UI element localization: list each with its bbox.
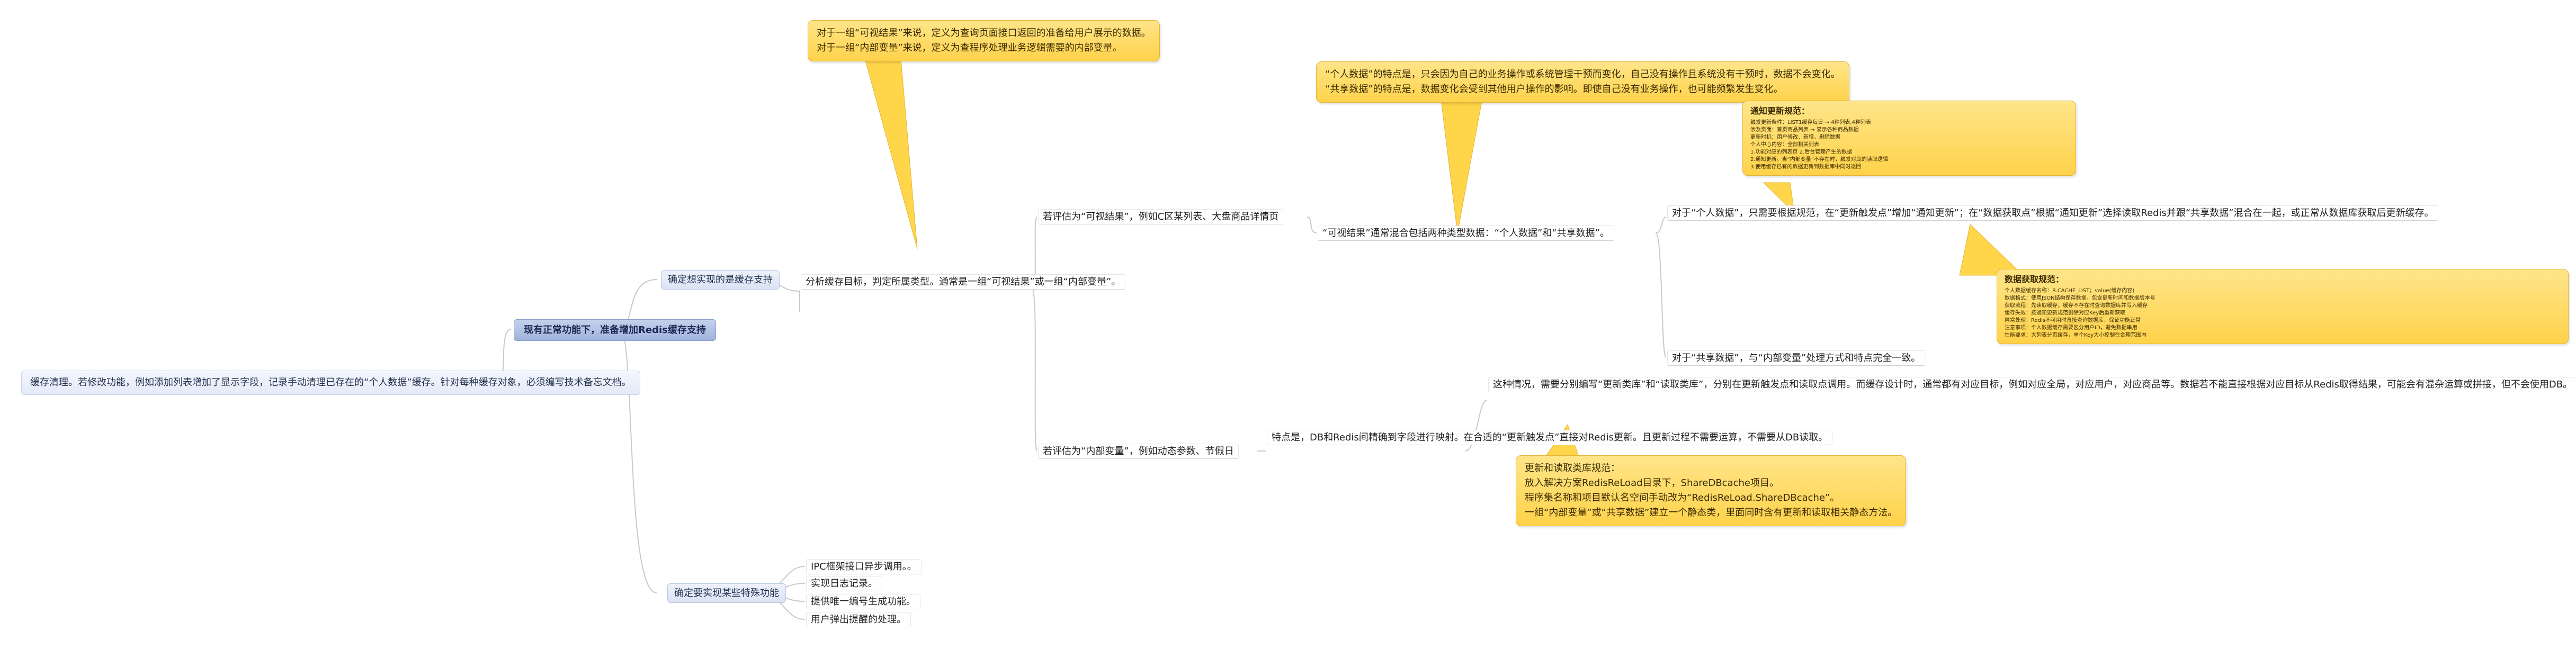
callout-line: 放入解决方案RedisReLoad目录下，ShareDBcache项目。	[1525, 477, 1779, 489]
data-fetch-spec-callout: 数据获取规范： 个人数据缓存名称：R.CACHE_LIST；value(缓存内容…	[1997, 269, 2569, 344]
internal-variable-node[interactable]: 若评估为“内部变量”，例如动态参数、节假日	[1038, 444, 1239, 459]
analysis-line: 通常是一组“可视结果”或一组“内部变量”。	[939, 276, 1121, 287]
callout-line: 对于一组“可视结果”来说，定义为查询页面接口返回的准备给用户展示的数据。	[817, 28, 1151, 39]
fetch-spec-line: 数据格式：使用JSON结构保存数据，包含更新时间和数据版本号	[2005, 295, 2155, 301]
fetch-spec-line: 个人数据缓存名称：R.CACHE_LIST；value(缓存内容)	[2005, 288, 2135, 294]
desc-line: 数据若不能直接根据对应目标从Redis取得结果，可能会有混杂运算或拼接，但不会使…	[2180, 379, 2573, 390]
analysis-line: 分析缓存目标，判定所属类型。	[806, 276, 939, 287]
callout-line: 对于一组“内部变量”来说，定义为查程序处理业务逻辑需要的内部变量。	[817, 42, 1122, 53]
traits-line: 且更新过程不需要运算，不需要从DB读取。	[1642, 432, 1828, 443]
fetch-spec-line: 注意事项：个人数据缓存需要区分用户ID，避免数据串用	[2005, 325, 2137, 331]
notify-spec-line: 更新时机：用户修改、新增、删除数据	[1750, 134, 1840, 140]
shared-data-node[interactable]: 对于“共享数据”，与“内部变量”处理方式和特点完全一致。	[1667, 350, 1926, 366]
note-line: 缓存清理。若修改功能，例如添加列表增加了显示字段，记录手动清理已存在的“个人数据…	[30, 377, 441, 388]
notify-spec-line: 涉及页面：首页商品列表 → 显示各种商品数据	[1750, 127, 1859, 133]
feature-item[interactable]: IPC框架接口异步调用。。	[806, 559, 922, 574]
traits-line: 在合适的“更新触发点”直接对Redis更新。	[1463, 432, 1643, 443]
fetch-spec-line: 缓存失效：按通知更新规范删除对应Key后重新获取	[2005, 310, 2126, 316]
visible-result-types-node[interactable]: “可视结果”通常混合包括两种类型数据：“个人数据”和“共享数据”。	[1318, 226, 1614, 241]
desc-line: 而缓存设计时，通常都有对应目标，例如对应全局，对应用户，对应商品等。	[1856, 379, 2180, 390]
note-line: 针对每种缓存对象，必须编写技术备忘文档。	[440, 377, 631, 388]
fetch-spec-title: 数据获取规范：	[2005, 274, 2064, 284]
notify-spec-line: 3.使用缓存已有的数据更新到数据库中同时返回	[1750, 164, 1862, 170]
feature-item[interactable]: 提供唯一编号生成功能。	[806, 594, 920, 609]
library-spec-callout: 更新和读取类库规范： 放入解决方案RedisReLoad目录下，ShareDBca…	[1516, 455, 1907, 526]
personal-line: 对于“个人数据”，只需要根据规范，在“更新触发点”增加“通知更新”；	[1672, 208, 1969, 219]
visible-internal-definition-callout: 对于一组“可视结果”来说，定义为查询页面接口返回的准备给用户展示的数据。对于一组…	[808, 20, 1160, 61]
root-node[interactable]: 现有正常功能下，准备增加Redis缓存支持	[514, 319, 716, 341]
callout-line: 更新和读取类库规范：	[1525, 463, 1620, 474]
fetch-spec-line: 获取流程：先读取缓存，缓存不存在时查询数据库并写入缓存	[2005, 303, 2148, 309]
traits-line: 特点是，DB和Redis间精确到字段进行映射。	[1272, 432, 1464, 443]
fetch-spec-line: 性能要求：大列表分页缓存，单个Key大小控制在合理范围内	[2005, 332, 2147, 338]
notify-spec-title: 通知更新规范：	[1750, 106, 1810, 116]
notify-spec-line: 2.通知更新。当“内部变量”不存在时，触发对应的读取逻辑	[1750, 157, 1888, 163]
notify-update-spec-callout: 通知更新规范： 触发更新条件：LIST1缓存每日 → 4种列表,4种列表 涉及页…	[1742, 101, 2076, 176]
branch-cache-support[interactable]: 确定想实现的是缓存支持	[661, 270, 780, 290]
branch-special-features[interactable]: 确定要实现某些特殊功能	[667, 583, 786, 603]
update-read-library-node[interactable]: 这种情况，需要分别编写“更新类库”和“读取类库”，分别在更新触发点和读取点调用。…	[1488, 377, 2576, 392]
notify-spec-line: 个人中心内容：全部相关列表	[1750, 142, 1819, 148]
callout-line: 程序集名称和项目默认名空间手动改为“RedisReLoad.ShareDBcac…	[1525, 492, 1840, 503]
callout-line: 一组“内部变量”或“共享数据”建立一个静态类，里面同时含有更新和读取相关静态方法…	[1525, 507, 1898, 518]
internal-variable-traits-node[interactable]: 特点是，DB和Redis间精确到字段进行映射。在合适的“更新触发点”直接对Red…	[1267, 430, 1833, 445]
fetch-spec-line: 异常处理：Redis不可用时直接查询数据库，保证功能正常	[2005, 318, 2141, 323]
cache-cleanup-note: 缓存清理。若修改功能，例如添加列表增加了显示字段，记录手动清理已存在的“个人数据…	[21, 371, 640, 395]
personal-data-node[interactable]: 对于“个人数据”，只需要根据规范，在“更新触发点”增加“通知更新”；在“数据获取…	[1667, 205, 2439, 221]
feature-item[interactable]: 实现日志记录。	[806, 576, 882, 591]
callout-line: “个人数据”的特点是，只会因为自己的业务操作或系统管理干预而变化，自己没有操作且…	[1325, 69, 1840, 80]
desc-line: 这种情况，需要分别编写“更新类库”和“读取类库”，分别在更新触发点和读取点调用。	[1493, 379, 1856, 390]
analysis-node[interactable]: 分析缓存目标，判定所属类型。通常是一组“可视结果”或一组“内部变量”。	[801, 274, 1126, 290]
feature-item[interactable]: 用户弹出提醒的处理。	[806, 612, 911, 627]
personal-line: 在“数据获取点”根据“通知更新”选择读取Redis并跟“共享数据”混合在一起，或…	[1968, 208, 2434, 219]
personal-shared-definition-callout: “个人数据”的特点是，只会因为自己的业务操作或系统管理干预而变化，自己没有操作且…	[1316, 61, 1849, 103]
notify-spec-line: 1.功能对应的列表页 2.后台管理产生的数据	[1750, 149, 1853, 155]
callout-line: “共享数据”的特点是，数据变化会受到其他用户操作的影响。即使自己没有业务操作，也…	[1325, 84, 1783, 95]
notify-spec-line: 触发更新条件：LIST1缓存每日 → 4种列表,4种列表	[1750, 120, 1871, 125]
visible-result-node[interactable]: 若评估为“可视结果”，例如C区某列表、大盘商品详情页	[1038, 209, 1284, 224]
